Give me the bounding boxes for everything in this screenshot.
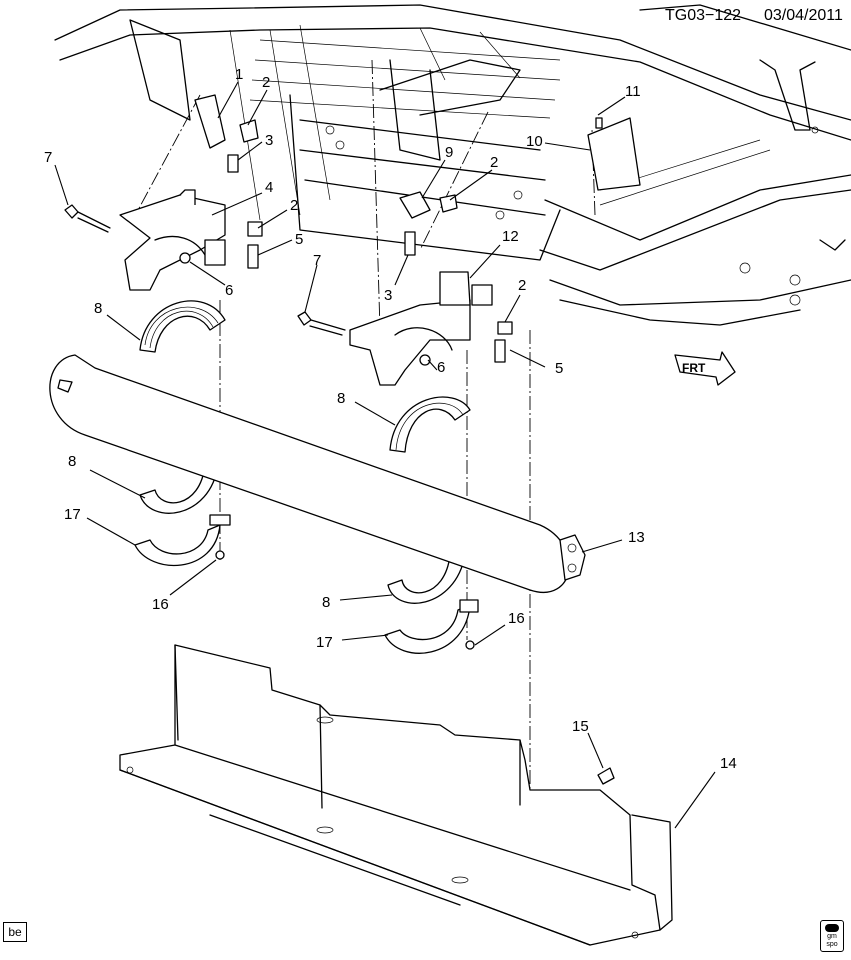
drawing-date: 03/04/2011 [764, 7, 843, 24]
shield [119, 644, 673, 946]
callout-16: 16 [152, 596, 169, 613]
callout-15: 15 [572, 718, 589, 735]
vehicle-frame [54, 4, 851, 326]
callout-2: 2 [490, 154, 498, 171]
callout-5: 5 [555, 360, 563, 377]
callout-12: 12 [502, 228, 519, 245]
callout-8: 8 [68, 453, 76, 470]
callout-6: 6 [437, 359, 445, 376]
callout-5: 5 [295, 231, 303, 248]
callout-9: 9 [445, 144, 453, 161]
callout-3: 3 [384, 287, 392, 304]
callout-7: 7 [313, 252, 321, 269]
callout-14: 14 [720, 755, 737, 772]
callout-17: 17 [64, 506, 81, 523]
callout-2: 2 [518, 277, 526, 294]
callout-3: 3 [265, 132, 273, 149]
callout-13: 13 [628, 529, 645, 546]
callout-8: 8 [337, 390, 345, 407]
callout-1: 1 [235, 66, 243, 83]
logo-line-1: gm [827, 933, 837, 940]
callout-8: 8 [94, 300, 102, 317]
illustration-tag: be [3, 922, 27, 942]
callout-2: 2 [262, 74, 270, 91]
callout-2: 2 [290, 197, 298, 214]
front-label: FRT [682, 361, 706, 375]
tank [49, 354, 586, 593]
front-arrow: FRT [674, 351, 736, 386]
callout-16: 16 [508, 610, 525, 627]
shield-bracket-10 [587, 117, 641, 191]
callout-17: 17 [316, 634, 333, 651]
callout-11: 11 [625, 83, 641, 100]
straps [134, 300, 479, 654]
callout-6: 6 [225, 282, 233, 299]
bracket-12 [297, 191, 513, 386]
callout-10: 10 [526, 133, 543, 150]
logo-mark-icon [825, 924, 839, 932]
logo-line-2: spo [826, 941, 838, 948]
callouts: 1 2 3 7 4 2 5 6 8 7 3 9 2 10 11 12 2 5 6… [44, 66, 737, 772]
leader-lines [54, 81, 716, 829]
callout-4: 4 [265, 179, 273, 196]
callout-7: 7 [44, 149, 52, 166]
drawing-id: TG03−122 [665, 7, 741, 24]
bracket-4 [64, 189, 263, 291]
callout-8: 8 [322, 594, 330, 611]
bracket-1 [194, 94, 259, 173]
gmspo-logo: gm spo [820, 920, 844, 952]
